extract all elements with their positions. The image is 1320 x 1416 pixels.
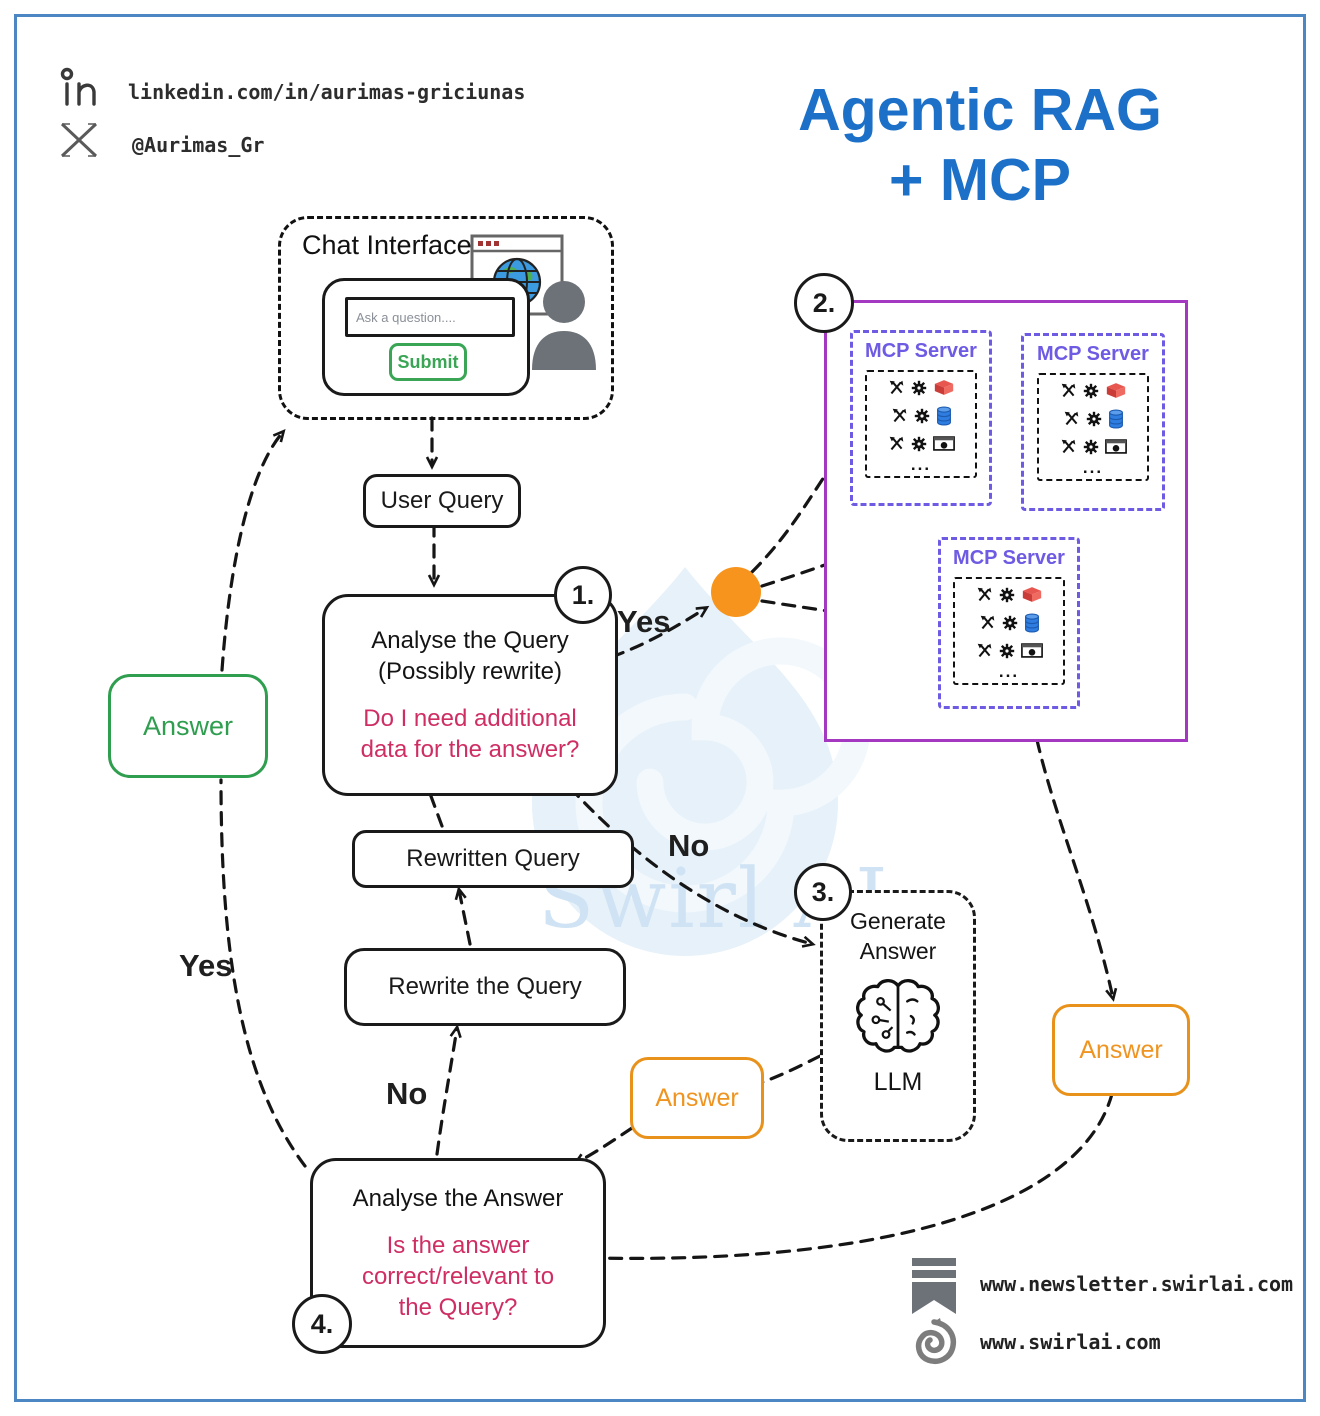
- camera-icon: [932, 435, 955, 457]
- title-line-1: Agentic RAG: [798, 77, 1162, 143]
- gear-icon: [1083, 383, 1099, 404]
- gear-icon: [1086, 411, 1102, 432]
- answer-node-green: Answer: [108, 674, 268, 778]
- step-3-badge: 3.: [794, 863, 852, 921]
- mcp-tool-row: [959, 583, 1059, 611]
- linkedin-handle[interactable]: linkedin.com/in/aurimas-griciunas: [128, 80, 526, 104]
- gear-icon: [1002, 615, 1018, 636]
- mcp-tools-list: ...: [953, 577, 1065, 685]
- x-twitter-icon: [58, 120, 100, 165]
- answer-node-orange-left: Answer: [630, 1057, 764, 1139]
- mcp-server-box-3: MCP Server ...: [938, 537, 1080, 709]
- tools-icon: [979, 614, 996, 636]
- analyse-query-question: Do I need additional data for the answer…: [360, 705, 580, 764]
- package-icon: [933, 379, 955, 401]
- database-icon: [936, 405, 952, 432]
- yes-label-answer: Yes: [179, 948, 233, 983]
- newsletter-url[interactable]: www.newsletter.swirlai.com: [980, 1272, 1294, 1296]
- tools-icon: [1060, 438, 1077, 460]
- rewrite-query-node: Rewrite the Query: [344, 948, 626, 1026]
- mcp-ellipsis: ...: [998, 662, 1020, 681]
- submit-button[interactable]: Submit: [389, 343, 467, 381]
- step-1-badge: 1.: [554, 566, 612, 624]
- mcp-server-box-2: MCP Server ...: [1021, 333, 1165, 511]
- step-4-badge: 4.: [292, 1294, 352, 1354]
- mcp-ellipsis: ...: [910, 455, 932, 474]
- gear-icon: [911, 380, 927, 401]
- camera-icon: [1104, 438, 1127, 460]
- chat-panel: Ask a question.... Submit: [322, 278, 530, 396]
- mcp-server-label: MCP Server: [1037, 343, 1149, 365]
- gear-icon: [1083, 439, 1099, 460]
- analyse-query-title-1: Analyse the Query: [371, 626, 569, 654]
- mcp-tool-row: [1043, 407, 1143, 435]
- title-line-2: + MCP: [889, 146, 1071, 213]
- site-url[interactable]: www.swirlai.com: [980, 1330, 1161, 1354]
- gear-icon: [999, 643, 1015, 664]
- mcp-tool-row: [871, 404, 971, 432]
- step-2-badge: 2.: [794, 273, 854, 333]
- tools-icon: [891, 407, 908, 429]
- linkedin-icon: [57, 64, 105, 115]
- mcp-tools-list: ...: [865, 370, 977, 478]
- swirlai-logo-icon: [908, 1316, 960, 1373]
- tools-icon: [976, 586, 993, 608]
- no-label-rewrite: No: [386, 1076, 428, 1111]
- analyse-answer-node: Analyse the Answer Is the answer correct…: [310, 1158, 606, 1348]
- newsletter-bookmark-icon: [912, 1258, 956, 1319]
- brain-icon: [852, 975, 944, 1064]
- mcp-tool-row: [871, 376, 971, 404]
- user-query-node: User Query: [363, 474, 521, 528]
- mcp-tool-row: [871, 432, 971, 460]
- page-title: Agentic RAG + MCP: [760, 76, 1200, 215]
- mcp-tool-row: [1043, 435, 1143, 463]
- gear-icon: [914, 408, 930, 429]
- camera-icon: [1020, 642, 1043, 664]
- mcp-server-box-1: MCP Server ...: [850, 330, 992, 506]
- mcp-tool-row: [959, 639, 1059, 667]
- gear-icon: [911, 436, 927, 457]
- mcp-ellipsis: ...: [1082, 458, 1104, 477]
- rewritten-query-node: Rewritten Query: [352, 830, 634, 888]
- tools-icon: [888, 379, 905, 401]
- tools-icon: [1060, 382, 1077, 404]
- tools-icon: [976, 642, 993, 664]
- yes-label-router: Yes: [617, 604, 671, 639]
- analyse-answer-question: Is the answer correct/relevant to the Qu…: [361, 1231, 555, 1322]
- answer-node-orange-right: Answer: [1052, 1004, 1190, 1096]
- analyse-answer-title: Analyse the Answer: [352, 1184, 564, 1212]
- generate-answer-node: Generate Answer LLM: [820, 890, 976, 1142]
- analyse-query-title-2: (Possibly rewrite): [377, 657, 563, 685]
- question-input[interactable]: Ask a question....: [345, 297, 515, 337]
- generate-title-1: Generate: [850, 908, 946, 934]
- mcp-tool-row: [959, 611, 1059, 639]
- package-icon: [1021, 586, 1043, 608]
- analyse-query-node: Analyse the Query (Possibly rewrite) Do …: [322, 594, 618, 796]
- package-icon: [1105, 382, 1127, 404]
- chat-interface-label: Chat Interface: [302, 230, 472, 260]
- mcp-tool-row: [1043, 379, 1143, 407]
- tools-icon: [1063, 410, 1080, 432]
- user-avatar-icon: [528, 278, 600, 379]
- chat-interface-container: [278, 216, 614, 420]
- mcp-server-label: MCP Server: [865, 340, 977, 362]
- gear-icon: [999, 587, 1015, 608]
- tools-icon: [888, 435, 905, 457]
- database-icon: [1024, 612, 1040, 639]
- llm-label: LLM: [873, 1067, 923, 1096]
- no-label-generate: No: [668, 828, 710, 863]
- x-handle[interactable]: @Aurimas_Gr: [132, 133, 265, 157]
- database-icon: [1108, 408, 1124, 435]
- generate-title-2: Answer: [859, 937, 937, 964]
- mcp-tools-list: ...: [1037, 373, 1149, 481]
- mcp-server-label: MCP Server: [953, 547, 1065, 569]
